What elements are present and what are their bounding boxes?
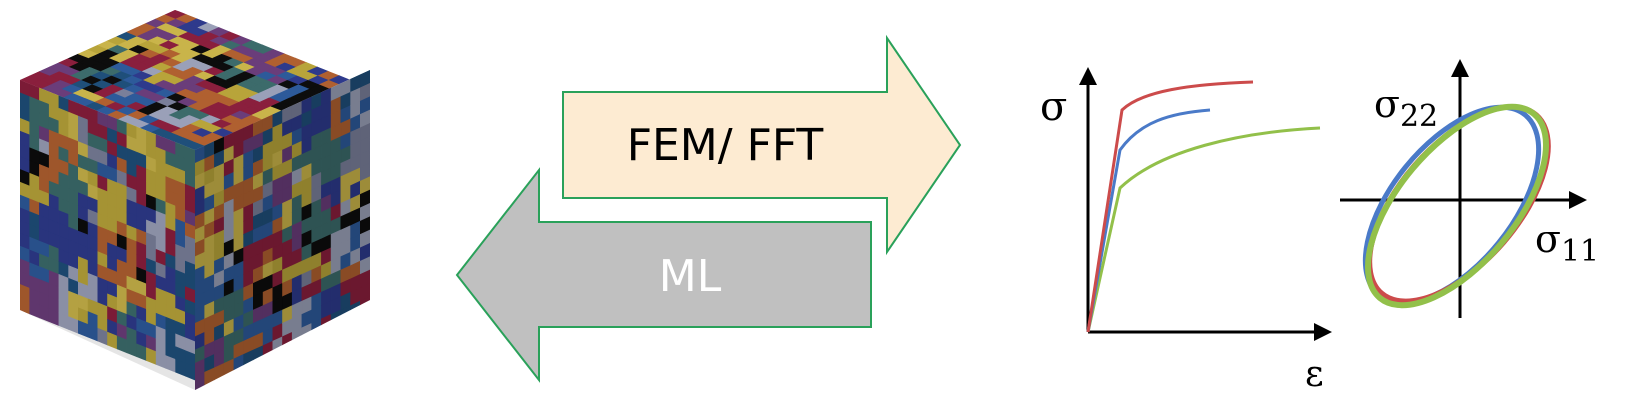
cube-grain-cell	[359, 282, 370, 302]
cube-left-face	[20, 80, 195, 381]
cube-grain-cell	[359, 136, 370, 155]
cube-grain-cell	[359, 176, 370, 195]
cube-grain-cell	[359, 269, 370, 289]
cube-grain-cell	[359, 256, 370, 275]
cube-shading	[20, 70, 370, 390]
forward-arrow-shape	[562, 34, 962, 256]
cube-grain-cell	[359, 109, 370, 129]
cube-grain-cell	[185, 311, 195, 330]
cube-grain-cell	[185, 273, 195, 292]
strain-axis-label: ε	[1305, 354, 1324, 395]
sigma22-axis-label: σ22	[1374, 82, 1438, 134]
curve-red	[1086, 80, 1254, 333]
cube-grain-cell	[185, 286, 195, 304]
backward-arrow-label: ML	[659, 251, 722, 302]
cube-grain-cell	[185, 350, 195, 368]
sigma11-axis-label: σ11	[1535, 217, 1599, 269]
cube-grain-cell	[359, 202, 370, 222]
cube-grain-cell	[185, 298, 195, 317]
cube-grain-cell	[359, 229, 370, 249]
cube-grain-cell	[359, 96, 370, 115]
cube-grain-cell	[185, 196, 195, 215]
cube-grain-cell	[359, 162, 370, 182]
cube-grain-cell	[359, 122, 370, 142]
stress-axis-label: σ	[1040, 84, 1067, 130]
curve-green	[1086, 126, 1321, 333]
cube-grain-cell	[185, 183, 195, 202]
cube-grain-cell	[359, 149, 370, 169]
voxel-cube-icon	[20, 10, 370, 390]
cube-grain-cell	[185, 247, 195, 266]
yield-surface-plot: σ22 σ11	[1340, 59, 1599, 318]
backward-arrow-shape	[455, 167, 872, 383]
cube-right-face	[195, 70, 370, 390]
cube-grain-cell	[359, 189, 370, 209]
cube-grain-cell	[359, 82, 370, 102]
ellipse-green	[1364, 103, 1550, 309]
cube-grain-cell	[185, 337, 195, 355]
cube-grain-cell	[359, 242, 370, 262]
cube-grain-cell	[359, 216, 370, 235]
cube-top-face	[20, 10, 351, 150]
forward-arrow-label: FEM/ FFT	[627, 120, 824, 171]
cube-grain-cell	[185, 235, 195, 253]
cube-grain-cell	[185, 158, 195, 177]
stress-strain-plot: σ ε	[1040, 67, 1332, 395]
curve-blue	[1086, 108, 1211, 333]
cube-grain-cell	[185, 222, 195, 240]
backward-arrow: ML	[455, 167, 872, 383]
cube-grain-cell	[185, 362, 195, 381]
cube-grain-cell	[185, 324, 195, 343]
cube-grain-cell	[185, 260, 195, 279]
forward-arrow: FEM/ FFT	[562, 34, 962, 256]
cube-grain-cell	[185, 209, 195, 228]
cube-grain-cell	[185, 171, 195, 189]
